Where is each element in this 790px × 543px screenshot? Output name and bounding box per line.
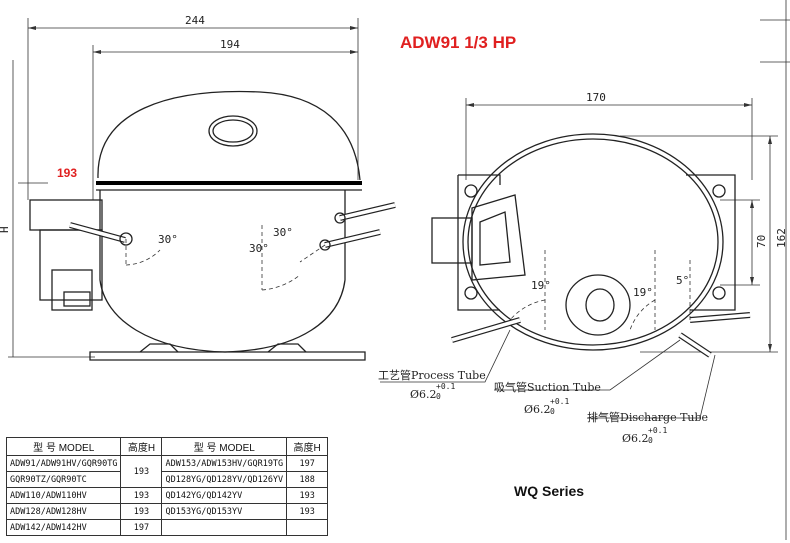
angle-30-mid: 30° bbox=[249, 242, 269, 255]
discharge-tol-upper: +0.1 bbox=[648, 426, 667, 435]
table-cell: 197 bbox=[120, 519, 163, 536]
height-193-label: 193 bbox=[57, 166, 78, 180]
table-cell: 193 bbox=[120, 455, 163, 488]
table-header-row: 型 号 MODEL 高度H 型 号 MODEL 高度H bbox=[5, 437, 329, 456]
suction-tol-upper: +0.1 bbox=[550, 397, 569, 406]
compressor-bottom-view bbox=[431, 133, 751, 358]
header-height-1: 高度H bbox=[120, 437, 163, 456]
suction-tube-label: 吸气管Suction Tube bbox=[494, 380, 601, 394]
process-tol-upper: +0.1 bbox=[436, 382, 455, 391]
angle-5: 5° bbox=[676, 274, 689, 287]
table-cell: ADW128/ADW128HV bbox=[5, 503, 122, 520]
table-cell: 197 bbox=[286, 455, 329, 472]
discharge-tube-label: 排气管Discharge Tube bbox=[587, 410, 708, 424]
header-model-2: 型 号 MODEL bbox=[161, 437, 288, 456]
table-row: ADW142/ADW142HV 197 bbox=[5, 519, 329, 536]
table-row: ADW128/ADW128HV 193 QD153YG/QD153YV 193 bbox=[5, 503, 329, 520]
model-height-table: 型 号 MODEL 高度H 型 号 MODEL 高度H ADW91/ADW91H… bbox=[5, 437, 329, 536]
angle-19-left: 19° bbox=[531, 279, 551, 292]
table-cell bbox=[286, 519, 329, 536]
dim-162: 162 bbox=[775, 228, 788, 248]
suction-tol-lower: 0 bbox=[550, 407, 555, 416]
table-cell: QD153YG/QD153YV bbox=[161, 503, 288, 520]
table-cell: ADW110/ADW110HV bbox=[5, 487, 122, 504]
dim-244: 244 bbox=[185, 14, 205, 27]
table-row: ADW91/ADW91HV/GQR90TG 193 ADW153/ADW153H… bbox=[5, 455, 329, 488]
table-cell: QD142YG/QD142YV bbox=[161, 487, 288, 504]
table-cell: ADW153/ADW153HV/GQR19TG bbox=[161, 455, 288, 472]
table-cell: 188 bbox=[286, 471, 329, 488]
table-cell bbox=[161, 519, 288, 536]
table-cell: QD128YG/QD128YV/QD126YV bbox=[161, 471, 288, 488]
compressor-side-view bbox=[29, 90, 396, 361]
dim-70: 70 bbox=[755, 235, 768, 248]
angle-30-left: 30° bbox=[158, 233, 178, 246]
discharge-tol-lower: 0 bbox=[648, 436, 653, 445]
discharge-tube-size: Ø6.2 bbox=[622, 432, 649, 445]
table-cell: 193 bbox=[120, 487, 163, 504]
series-label: WQ Series bbox=[514, 483, 585, 499]
dim-h: H bbox=[0, 226, 11, 233]
process-tube-label: 工艺管Process Tube bbox=[378, 368, 486, 382]
table-cell: 193 bbox=[286, 503, 329, 520]
table-cell: 193 bbox=[286, 487, 329, 504]
process-tol-lower: 0 bbox=[436, 392, 441, 401]
header-model-1: 型 号 MODEL bbox=[5, 437, 122, 456]
angle-30-right: 30° bbox=[273, 226, 293, 239]
header-height-2: 高度H bbox=[286, 437, 329, 456]
table-row: ADW110/ADW110HV 193 QD142YG/QD142YV 193 bbox=[5, 487, 329, 504]
table-cell: ADW142/ADW142HV bbox=[5, 519, 122, 536]
table-row: GQR90TZ/GQR90TC QD128YG/QD128YV/QD126YV … bbox=[5, 471, 329, 488]
suction-tube-size: Ø6.2 bbox=[524, 403, 551, 416]
process-tube-size: Ø6.2 bbox=[410, 388, 437, 401]
table-cell: GQR90TZ/GQR90TC bbox=[5, 471, 122, 488]
dim-194: 194 bbox=[220, 38, 240, 51]
table-cell: 193 bbox=[120, 503, 163, 520]
angle-19-right: 19° bbox=[633, 286, 653, 299]
dim-170: 170 bbox=[586, 91, 606, 104]
model-title: ADW91 1/3 HP bbox=[400, 33, 517, 52]
table-cell: ADW91/ADW91HV/GQR90TG bbox=[5, 455, 122, 472]
